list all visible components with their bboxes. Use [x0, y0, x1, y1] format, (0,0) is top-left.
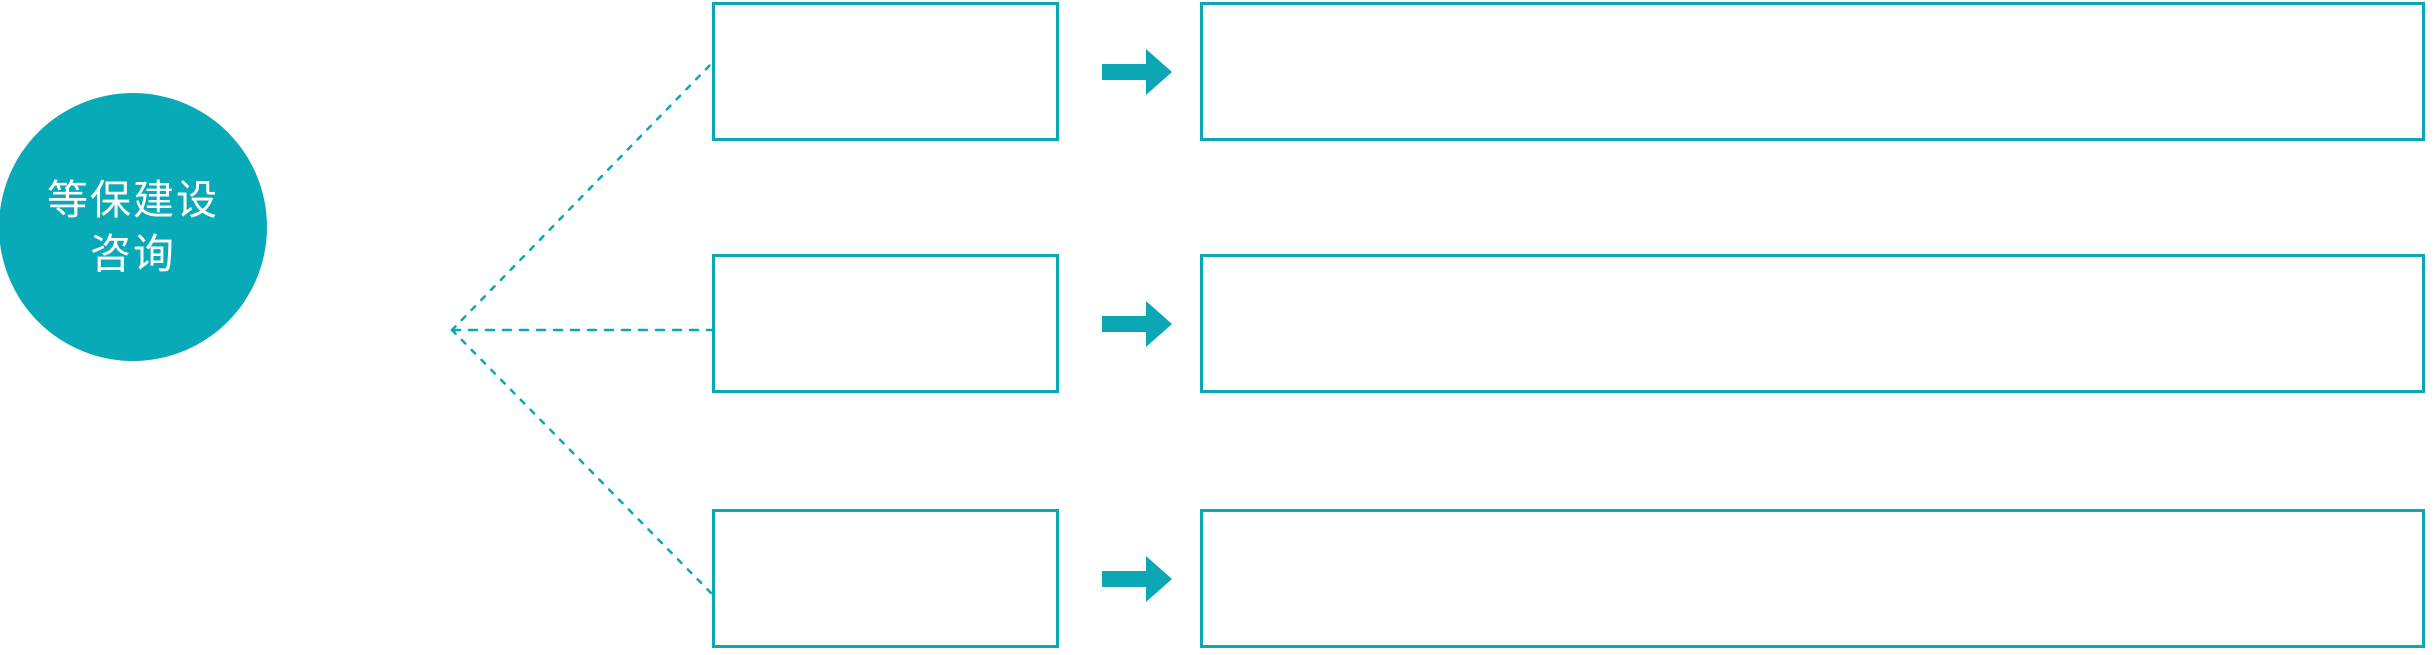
stage-label-row-2 — [715, 257, 1056, 277]
stage-box-row-3[interactable] — [712, 509, 1059, 648]
stage-box-row-1[interactable] — [712, 2, 1059, 141]
stage-box-row-2[interactable] — [712, 254, 1059, 393]
stage-label-row-3 — [715, 512, 1056, 532]
arrow-right-icon-row-3 — [1102, 556, 1172, 602]
hub-label-line-1: 等保建设 — [47, 176, 219, 223]
detail-box-row-1[interactable] — [1200, 2, 2425, 141]
detail-box-row-2[interactable] — [1200, 254, 2425, 393]
connector-line-row-3 — [450, 328, 714, 596]
detail-label-row-1 — [1203, 5, 2422, 25]
arrow-right-icon-row-2 — [1102, 301, 1172, 347]
arrow-right-icon-row-1 — [1102, 49, 1172, 95]
detail-label-row-2 — [1203, 257, 2422, 277]
hub-circle[interactable]: 等保建设 咨询 — [0, 93, 267, 361]
connector-line-row-1 — [450, 61, 714, 332]
hub-label-line-2: 咨询 — [90, 231, 176, 277]
detail-box-row-3[interactable] — [1200, 509, 2425, 648]
stage-label-row-1 — [715, 5, 1056, 25]
detail-label-row-3 — [1203, 512, 2422, 532]
